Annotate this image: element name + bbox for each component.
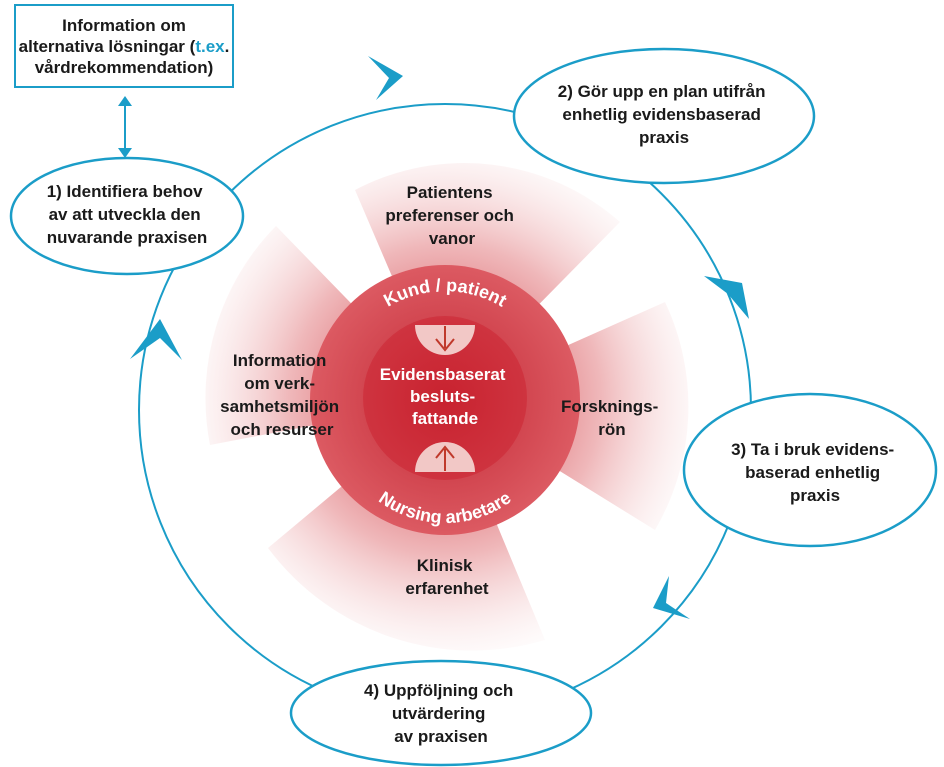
info-box-highlight: t.ex bbox=[195, 36, 225, 56]
step-1-label: 1) Identifiera behov av att utveckla den… bbox=[47, 182, 208, 247]
step-1: 1) Identifiera behov av att utveckla den… bbox=[9, 156, 245, 276]
step-label-line: praxis bbox=[639, 128, 689, 147]
step-label-line: 2) Gör upp en plan utifrån bbox=[558, 82, 766, 101]
step-label-line: 4) Uppföljning och bbox=[364, 681, 513, 700]
step-3: 3) Ta i bruk evidens- baserad enhetlig p… bbox=[682, 392, 938, 548]
sector-label-line: erfarenhet bbox=[405, 579, 488, 598]
down-arrow-icon bbox=[415, 325, 475, 355]
step-label-line: 3) Ta i bruk evidens- bbox=[731, 440, 894, 459]
sector-label-line: Patientens bbox=[407, 183, 493, 202]
step-4: 4) Uppföljning och utvärdering av praxis… bbox=[289, 659, 593, 767]
core-label: Evidensbaserat besluts- fattande bbox=[380, 365, 510, 428]
step-4-ellipse bbox=[289, 659, 593, 767]
core-label-line: fattande bbox=[412, 409, 478, 428]
sector-label-line: vanor bbox=[429, 229, 476, 248]
sector-label-line: Forsknings- bbox=[561, 397, 658, 416]
up-arrow-icon bbox=[415, 442, 475, 472]
step-2-ellipse bbox=[512, 47, 816, 185]
step-label-line: av praxisen bbox=[394, 727, 488, 746]
info-box-line1: Information om bbox=[62, 15, 186, 35]
sector-label-line: och resurser bbox=[231, 420, 334, 439]
step-label-line: 1) Identifiera behov bbox=[47, 182, 203, 201]
sector-label-line: Information bbox=[233, 351, 327, 370]
sector-right-label: Forsknings- rön bbox=[561, 397, 663, 439]
step-2-label: 2) Gör upp en plan utifrån enhetlig evid… bbox=[558, 82, 771, 147]
step-label-line: av att utveckla den bbox=[49, 205, 201, 224]
info-box-line2: alternativa lösningar (t.ex. bbox=[19, 36, 230, 57]
core-label-line: Evidensbaserat bbox=[380, 365, 506, 384]
step-2: 2) Gör upp en plan utifrån enhetlig evid… bbox=[512, 47, 816, 185]
sector-label-line: om verk- bbox=[244, 374, 315, 393]
chevron-arrow-icon bbox=[368, 56, 403, 100]
step-1-ellipse bbox=[9, 156, 245, 276]
sector-label-line: preferenser och bbox=[385, 206, 514, 225]
sector-label-line: samhetsmiljön bbox=[220, 397, 339, 416]
chevron-arrow-icon bbox=[653, 576, 690, 619]
step-label-line: baserad enhetlig bbox=[745, 463, 880, 482]
info-box-line3: vårdrekommendation) bbox=[34, 57, 214, 77]
sector-bottom-label: Klinisk erfarenhet bbox=[405, 556, 488, 598]
step-label-line: praxis bbox=[790, 486, 840, 505]
core-circle bbox=[363, 316, 527, 480]
step-label-line: nuvarande praxisen bbox=[47, 228, 208, 247]
info-box: Information om alternativa lösningar (t.… bbox=[14, 4, 234, 88]
core-label-line: besluts- bbox=[410, 387, 475, 406]
step-3-ellipse bbox=[682, 392, 938, 548]
step-3-label: 3) Ta i bruk evidens- baserad enhetlig p… bbox=[731, 440, 899, 505]
chevron-arrow-icon bbox=[704, 276, 749, 319]
sector-top-label: Patientens preferenser och vanor bbox=[385, 183, 518, 248]
step-label-line: enhetlig evidensbaserad bbox=[562, 105, 760, 124]
sector-left-label: Information om verk- samhetsmiljön och r… bbox=[220, 351, 344, 439]
sector-label-line: Klinisk bbox=[417, 556, 473, 575]
chevron-arrow-icon bbox=[130, 319, 182, 360]
step-4-label: 4) Uppföljning och utvärdering av praxis… bbox=[364, 681, 518, 746]
step-label-line: utvärdering bbox=[392, 704, 486, 723]
info-box-line2-end: . bbox=[224, 36, 230, 56]
sector-label-line: rön bbox=[598, 420, 625, 439]
info-box-line2-text: alternativa lösningar ( bbox=[18, 36, 196, 56]
double-arrow-icon bbox=[118, 96, 132, 158]
